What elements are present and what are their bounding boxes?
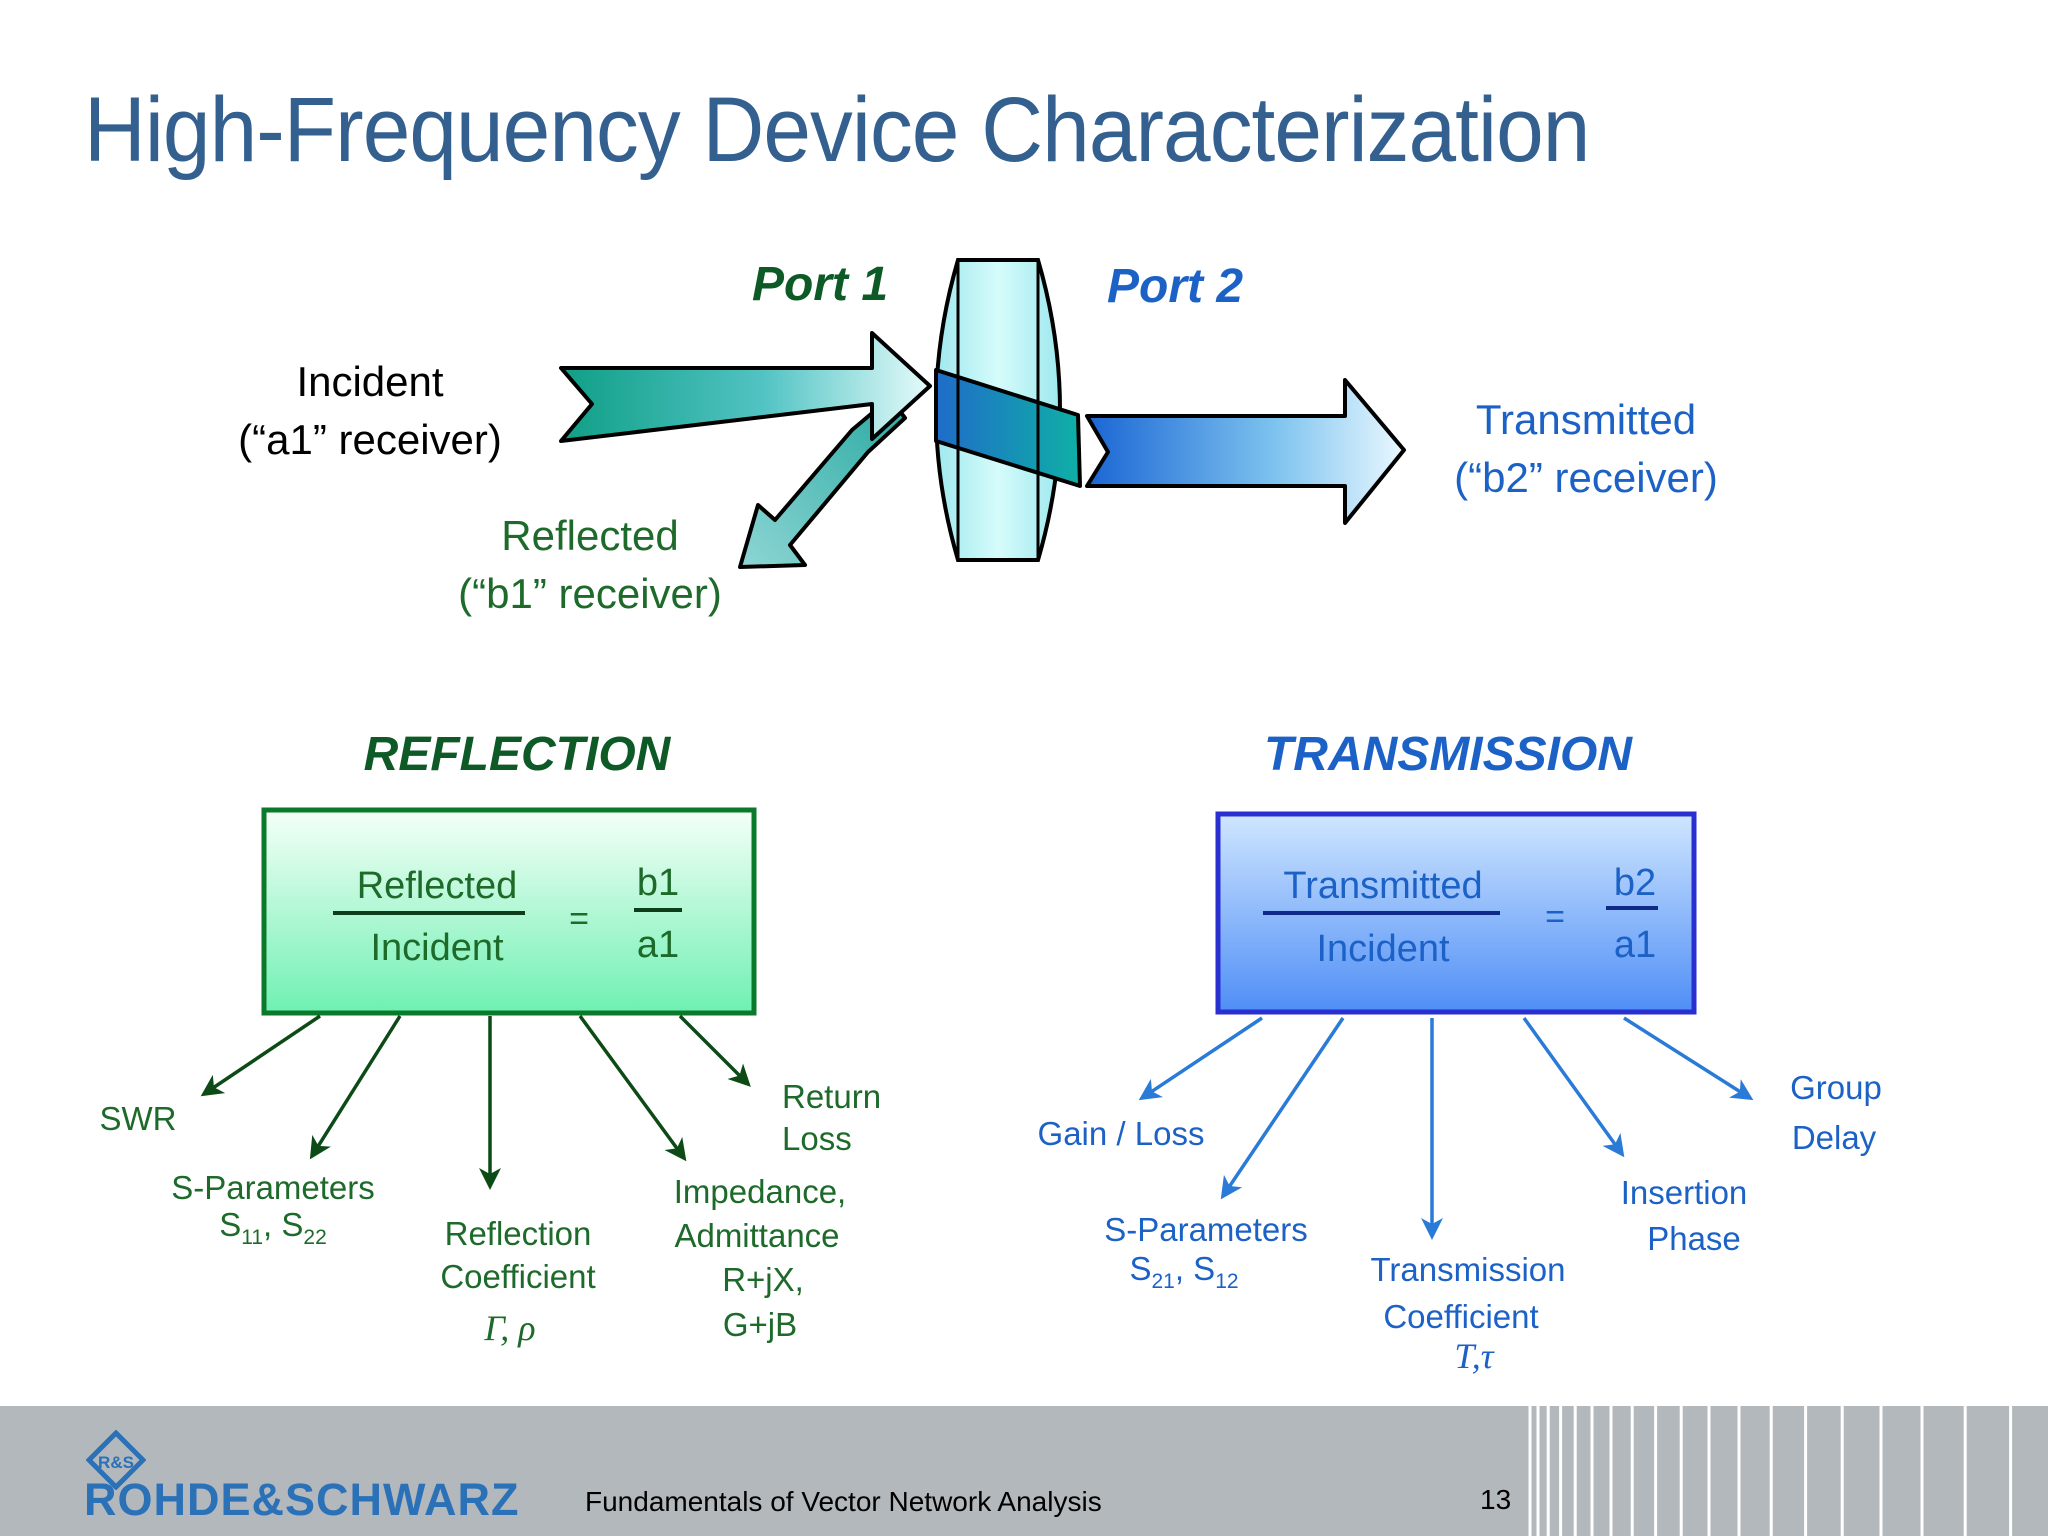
refl-coef-label-2: Coefficient xyxy=(440,1258,595,1295)
trans-coef-label-2: Coefficient xyxy=(1383,1298,1538,1335)
incident-label: Incident xyxy=(296,358,443,405)
return-loss-label-1: Return xyxy=(782,1078,881,1115)
impedance-label-2: Admittance xyxy=(674,1217,839,1254)
transmission-b2: b2 xyxy=(1614,862,1656,904)
sparams-trans-label: S-Parameters xyxy=(1104,1211,1308,1248)
sparams-refl-symbols: S11, S22 xyxy=(219,1206,327,1249)
arrow-to-gain xyxy=(1138,1016,1263,1101)
transmission-numerator: Transmitted xyxy=(1283,865,1482,907)
characterization-diagram: Port 1 Port 2 Incident (“a1” receiver) R… xyxy=(100,258,1882,1376)
arrow-to-sparams-refl xyxy=(309,1015,402,1160)
swr-label: SWR xyxy=(100,1100,177,1137)
arrow-to-swr xyxy=(200,1014,321,1097)
gain-label: Gain / Loss xyxy=(1038,1115,1205,1152)
delay-label-1: Group xyxy=(1790,1069,1882,1106)
phase-label-1: Insertion xyxy=(1621,1174,1748,1211)
transmitted-arrow xyxy=(1085,378,1406,525)
transmission-outcome-arrows xyxy=(1138,1016,1754,1240)
incident-receiver-label: (“a1” receiver) xyxy=(238,416,502,463)
transmission-a1: a1 xyxy=(1614,924,1656,966)
arrow-to-impedance xyxy=(578,1014,687,1162)
delay-label-2: Delay xyxy=(1792,1119,1877,1156)
reflection-a1: a1 xyxy=(637,924,679,966)
footer-caption: Fundamentals of Vector Network Analysis xyxy=(585,1486,1102,1517)
trans-coef-symbol: T,τ xyxy=(1454,1336,1494,1376)
transmission-equals: = xyxy=(1545,898,1565,936)
page-number: 13 xyxy=(1480,1484,1512,1515)
port1-label: Port 1 xyxy=(752,258,888,311)
reflection-equals: = xyxy=(569,900,589,938)
reflection-numerator: Reflected xyxy=(357,865,518,907)
phase-label-2: Phase xyxy=(1647,1220,1741,1257)
reflection-ratio-box: Reflected Incident = b1 a1 xyxy=(261,807,757,1016)
transmission-heading: TRANSMISSION xyxy=(1264,728,1633,781)
port2-label: Port 2 xyxy=(1107,260,1243,313)
transmitted-label: Transmitted xyxy=(1476,396,1696,443)
sparams-trans-symbols: S21, S12 xyxy=(1129,1250,1238,1293)
arrow-to-return-loss xyxy=(678,1014,751,1087)
page-title: High-Frequency Device Characterization xyxy=(84,79,1590,181)
return-loss-label-2: Loss xyxy=(782,1120,852,1157)
refl-coef-label-1: Reflection xyxy=(445,1215,592,1252)
arrow-to-phase xyxy=(1522,1016,1625,1158)
reflected-label: Reflected xyxy=(501,512,678,559)
incident-arrow xyxy=(559,331,932,443)
transmission-ratio-box: Transmitted Incident = b2 a1 xyxy=(1215,811,1697,1015)
arrow-to-delay xyxy=(1623,1016,1754,1101)
impedance-label-1: Impedance, xyxy=(674,1173,846,1210)
transmitted-receiver-label: (“b2” receiver) xyxy=(1454,454,1718,501)
footer-stripes xyxy=(1528,1406,2013,1536)
reflection-b1: b1 xyxy=(637,862,679,904)
reflection-denominator: Incident xyxy=(370,927,504,969)
device-under-test xyxy=(934,258,1082,562)
arrow-to-sparams-trans xyxy=(1220,1017,1345,1200)
sparams-refl-label: S-Parameters xyxy=(171,1169,375,1206)
impedance-label-3: R+jX, xyxy=(722,1261,804,1298)
reflection-heading: REFLECTION xyxy=(364,728,672,781)
refl-coef-symbol: Γ, ρ xyxy=(483,1308,535,1348)
impedance-label-4: G+jB xyxy=(723,1306,797,1343)
reflected-receiver-label: (“b1” receiver) xyxy=(458,570,722,617)
brand-wordmark: ROHDE&SCHWARZ xyxy=(84,1474,520,1525)
rohde-schwarz-logo-icon: R&S xyxy=(86,1430,146,1490)
svg-text:R&S: R&S xyxy=(98,1453,134,1472)
reflection-outcome-arrows xyxy=(200,1014,751,1190)
transmission-denominator: Incident xyxy=(1316,928,1450,970)
trans-coef-label-1: Transmission xyxy=(1371,1251,1566,1288)
footer-bar: R&S xyxy=(0,1406,2048,1536)
